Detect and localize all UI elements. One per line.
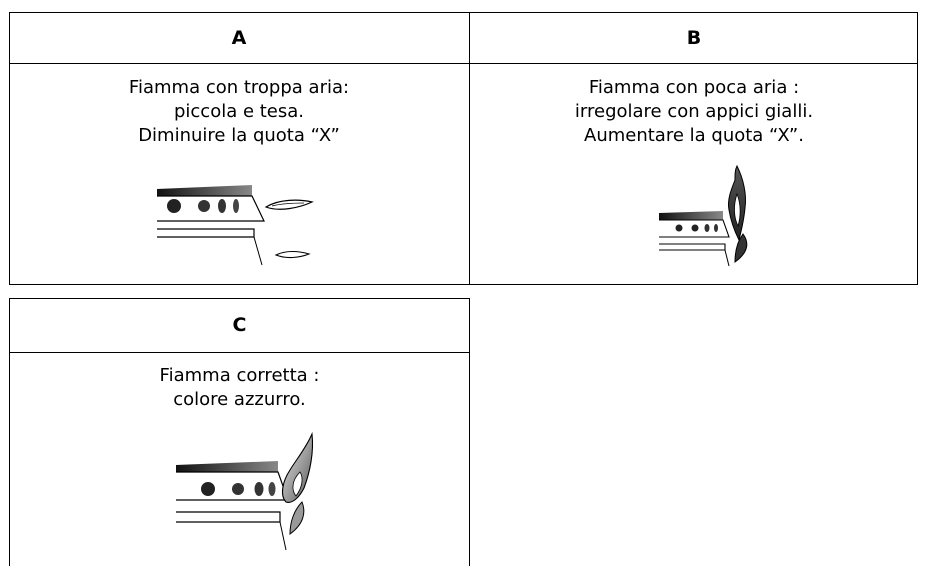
flame-small	[264, 199, 314, 210]
panel-a-line-2: piccola e tesa.	[173, 101, 305, 122]
table-bottom-frame	[9, 298, 470, 566]
burner-body	[659, 219, 730, 238]
flame-lower	[734, 233, 748, 263]
burner-cap	[157, 185, 252, 196]
panel-a-line-1: Fiamma con troppa aria:	[128, 77, 350, 98]
flame-tiny	[274, 250, 311, 259]
panel-b-description: Fiamma con poca aria : irregolare con ap…	[470, 76, 918, 148]
flame-irregular-core	[734, 192, 741, 228]
panel-a-description: Fiamma con troppa aria: piccola e tesa. …	[9, 76, 469, 148]
table-top-column-divider	[469, 12, 470, 285]
flame-correct	[281, 431, 314, 503]
burner-cap	[659, 211, 723, 220]
panel-a-line-3: Diminuire la quota “X”	[138, 125, 340, 146]
table-bottom-header-divider	[9, 352, 470, 353]
burner-body	[157, 195, 265, 222]
panel-b-line-2: irregolare con appici gialli.	[574, 101, 814, 122]
flame-correct-lower	[289, 501, 305, 535]
table-top-frame	[9, 12, 918, 285]
gas-hole	[201, 482, 215, 496]
burner-base	[659, 243, 726, 251]
burner-side	[724, 249, 730, 267]
gas-hole	[198, 200, 210, 212]
table-bottom: C Fiamma corretta : colore azzurro.	[9, 298, 470, 566]
gas-hole	[704, 224, 710, 232]
panel-b-line-1: Fiamma con poca aria :	[588, 77, 800, 98]
gas-hole	[268, 482, 276, 496]
gas-hole	[691, 224, 699, 232]
burner-correct-flame-figure	[176, 431, 314, 551]
panel-b-header: B	[686, 26, 702, 49]
burner-yellow-tip-flame-figure	[659, 164, 748, 267]
gas-hole	[714, 224, 718, 232]
table-top-header-divider	[9, 63, 918, 64]
panel-c-line-1: Fiamma corretta :	[159, 365, 320, 386]
panel-c-line-2: colore azzurro.	[173, 389, 306, 410]
panel-c-header: C	[232, 314, 247, 336]
gas-hole	[233, 199, 239, 213]
burner-cap	[176, 461, 278, 472]
gas-hole	[232, 483, 244, 495]
burner-side	[253, 236, 263, 266]
burner-base	[176, 511, 281, 523]
panel-c-description: Fiamma corretta : colore azzurro.	[9, 364, 470, 412]
gas-hole	[254, 482, 264, 496]
gas-hole	[675, 224, 683, 232]
gas-hole	[167, 199, 181, 213]
burner-small-taut-flame-figure	[157, 185, 314, 266]
flame-small-inner	[271, 202, 305, 207]
burner-side	[279, 521, 287, 551]
gas-hole	[218, 199, 226, 213]
flame-correct-core	[292, 471, 303, 497]
panel-a-header: A	[231, 26, 247, 49]
table-top: A Fiamma con troppa aria: piccola e tesa…	[9, 12, 918, 285]
burner-base	[157, 228, 255, 238]
panel-b-line-3: Aumentare la quota “X”.	[584, 125, 804, 146]
